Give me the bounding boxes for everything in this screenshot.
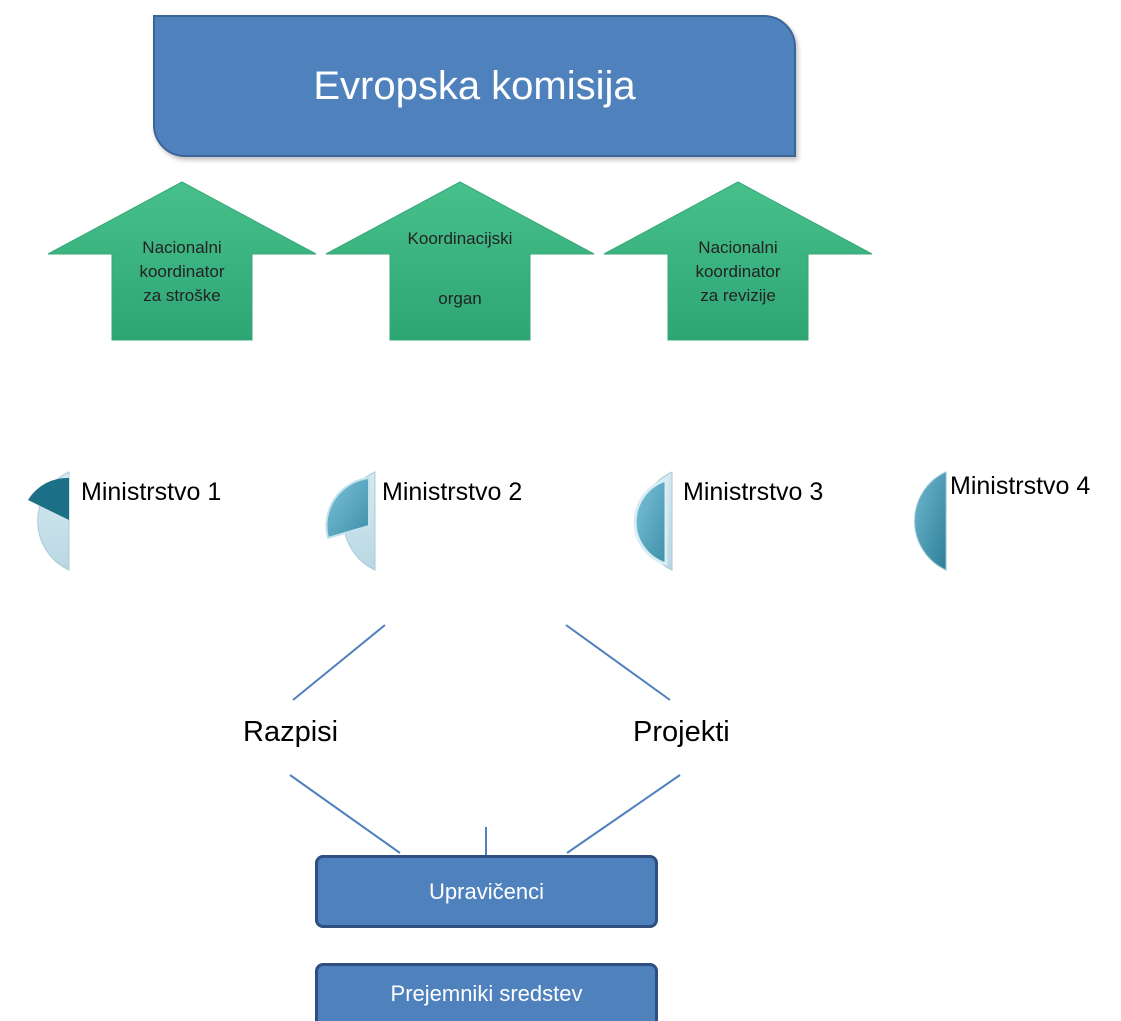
recipients-box: Prejemniki sredstev [315, 963, 658, 1021]
beneficiaries-label: Upravičenci [429, 878, 544, 904]
ministry-2-pie-icon [325, 471, 376, 571]
up-arrow-shape [47, 181, 317, 341]
beneficiaries-box: Upravičenci [315, 855, 658, 928]
ministry-4-pie-icon [914, 471, 947, 571]
arrow-national-cost-coordinator: Nacionalni koordinator za stroške [46, 180, 318, 342]
arrow-label-line: koordinator [695, 262, 781, 281]
arrow-label-line [390, 254, 530, 284]
ministry-4-label: Ministrstvo 4 [950, 472, 1091, 500]
european-commission-box: Evropska komisija [153, 15, 796, 157]
ministry-3-pie-icon [633, 471, 673, 571]
arrow-label-line: organ [438, 289, 482, 308]
arrow-label-line: za stroške [143, 286, 221, 305]
recipients-label: Prejemniki sredstev [390, 980, 583, 1006]
tenders-label: Razpisi [243, 716, 339, 748]
ministry-3-label: Ministrstvo 3 [683, 478, 824, 506]
projects-label: Projekti [633, 716, 730, 748]
european-commission-title: Evropska komisija [313, 63, 636, 108]
up-arrow-shape [603, 181, 873, 341]
ministry-1-label: Ministrstvo 1 [81, 478, 222, 506]
arrow-national-audit-coordinator: Nacionalni koordinator za revizije [602, 180, 874, 342]
arrow-label-line: Nacionalni [698, 238, 778, 257]
arrow-coordination-body: Koordinacijski organ [324, 180, 596, 342]
arrow-label-line: koordinator [139, 262, 225, 281]
up-arrow-shape [325, 181, 595, 341]
arrow-label-line: Koordinacijski [407, 229, 513, 248]
ministry-icons [28, 471, 947, 571]
ministry-2-label: Ministrstvo 2 [382, 478, 523, 506]
arrow-label-line: za revizije [700, 286, 776, 305]
ministry-1-pie-icon [28, 471, 70, 571]
arrow-label-line: Nacionalni [142, 238, 222, 257]
